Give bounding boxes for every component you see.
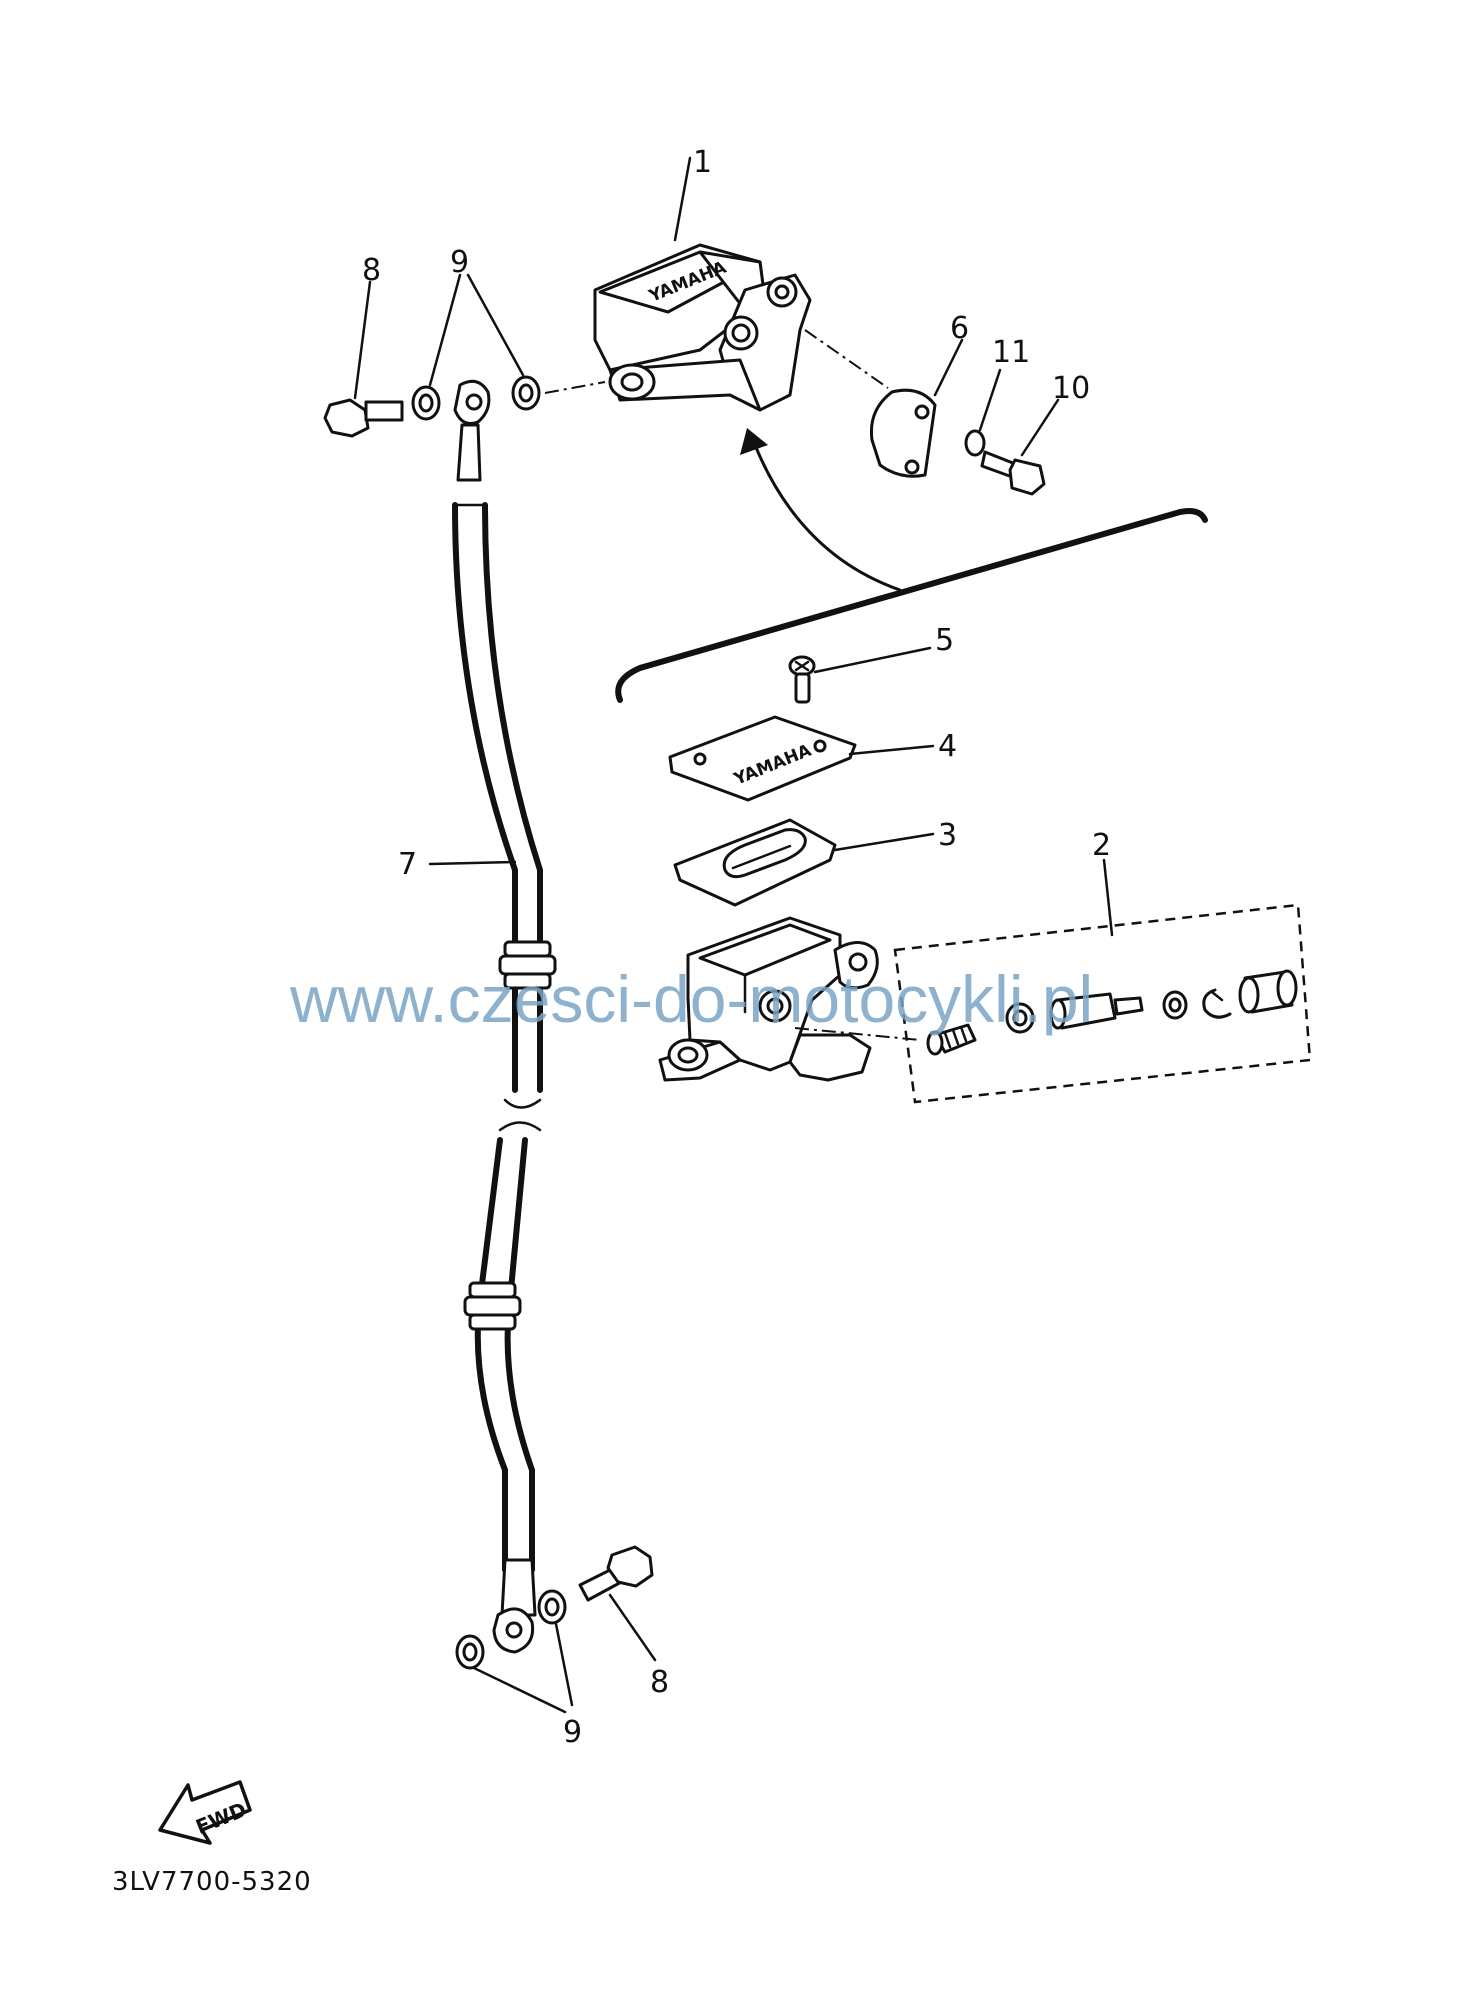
leader-9-bottom-a xyxy=(472,1666,567,1714)
leader-8-bottom xyxy=(608,1593,657,1662)
callout-8-top: 8 xyxy=(362,253,381,288)
centerline-union xyxy=(544,381,606,394)
centerline-holder xyxy=(804,329,889,389)
leader-3 xyxy=(833,832,935,852)
callout-11: 11 xyxy=(992,335,1030,370)
callout-2: 2 xyxy=(1092,828,1111,863)
callout-3: 3 xyxy=(938,818,957,853)
callout-4: 4 xyxy=(938,729,957,764)
leader-10 xyxy=(1020,398,1060,457)
callout-1: 1 xyxy=(693,145,712,180)
screw-5 xyxy=(788,655,816,704)
brake-hose-7 xyxy=(452,379,557,1654)
master-cylinder-body xyxy=(658,916,879,1082)
detail-arrow xyxy=(753,443,902,592)
leader-4 xyxy=(848,744,935,756)
leader-9-top-a xyxy=(428,273,462,387)
leader-9-bottom-b xyxy=(554,1622,574,1707)
callout-8-bottom: 8 xyxy=(650,1665,669,1700)
leader-1 xyxy=(673,156,692,242)
leader-7 xyxy=(428,860,517,866)
centerline-piston xyxy=(794,1027,921,1041)
callout-9-bottom: 9 xyxy=(563,1715,582,1750)
diaphragm-3 xyxy=(673,818,837,907)
leader-9-top-b xyxy=(466,273,525,377)
piston-kit-2-outline xyxy=(893,903,1312,1104)
watermark: www.czesci-do-motocykli.pl xyxy=(289,962,1093,1036)
holder-6 xyxy=(869,388,937,478)
washer-11 xyxy=(964,429,986,457)
callout-5: 5 xyxy=(935,623,954,658)
union-bolt-8-top xyxy=(323,398,404,438)
leader-5 xyxy=(813,646,932,674)
bolt-10 xyxy=(980,450,1046,496)
callout-7: 7 xyxy=(398,847,417,882)
leader-11 xyxy=(978,368,1002,432)
fwd-arrow-icon: FWD xyxy=(158,1780,252,1845)
detail-separator xyxy=(615,508,1208,703)
piston-kit-2 xyxy=(926,969,1298,1056)
union-bolt-8-bottom xyxy=(578,1545,654,1602)
reservoir-cover-4: YAMAHA xyxy=(668,715,857,802)
leader-8-top xyxy=(353,280,372,400)
callout-9-top: 9 xyxy=(450,245,469,280)
callout-10: 10 xyxy=(1052,371,1090,406)
master-cylinder-assembly: YAMAHA xyxy=(593,243,812,412)
leader-2 xyxy=(1102,858,1114,937)
leader-6 xyxy=(933,338,964,397)
part-number: 3LV7700-5320 xyxy=(112,1867,312,1897)
callout-6: 6 xyxy=(950,311,969,346)
